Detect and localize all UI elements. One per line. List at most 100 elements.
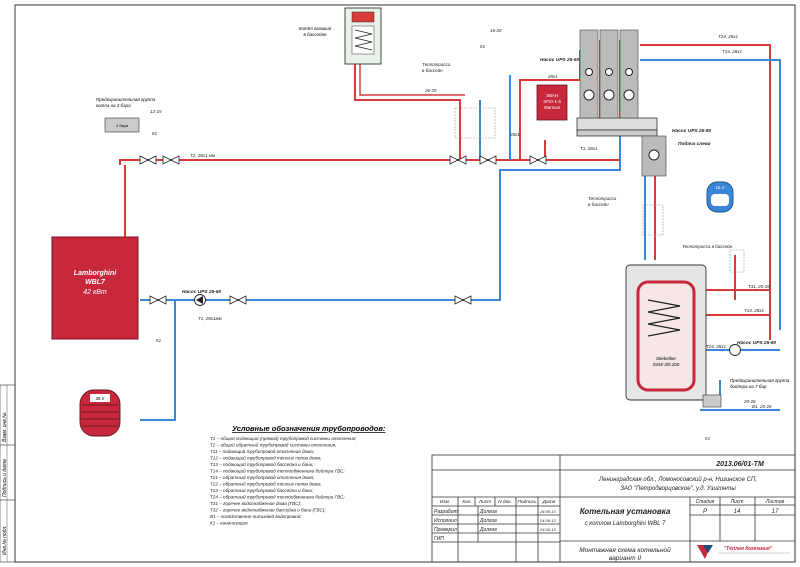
role-date: 24.06.13: [539, 518, 556, 523]
legend-item: Т21 – обратный трубопровод отопления дом…: [210, 474, 315, 480]
safety-group-top: [104, 117, 140, 133]
safety-group-bottom: [702, 394, 722, 408]
safety-group-bottom-line1: Предохранительная группа: [730, 378, 790, 383]
safety-group-top-bar: 3 бара: [116, 123, 129, 128]
label-26-20: 26-20: [424, 88, 437, 93]
heater-line2: ЭПО-1-5: [543, 99, 561, 104]
legend-item: Т22 – обратный трубопровод тёплых полов …: [210, 481, 322, 487]
sheet-title-1: Монтажная схема котельной: [579, 546, 671, 554]
return-manifold: [576, 129, 658, 137]
boiler-name: Lamborghini: [74, 270, 117, 277]
company-logo: "Тёплая Компания": [697, 545, 790, 559]
side-stamp-inv: Инв.№ подл.: [2, 525, 8, 555]
pool-boiler-label-2: в бассейне: [303, 31, 327, 37]
heater-line1: ЭВАН: [546, 93, 558, 98]
side-stamp-sign: Подпись и дата: [2, 459, 8, 497]
pool-boiler-pipes: [359, 60, 465, 96]
legend-title: Условные обозначения трубопроводов:: [232, 424, 386, 433]
sheets-header: Листов: [765, 499, 785, 505]
label-t1-main: Т1, 28х1мм: [198, 316, 222, 321]
legend-item: Т14 – подающий трубопровод теплообменник…: [210, 468, 345, 474]
legend: Условные обозначения трубопроводов: Т1 –…: [210, 424, 386, 526]
legend-item: Т1 – общий подающий (прямой) трубопровод…: [210, 435, 357, 441]
heat-route-1-line2: в бассейн: [422, 67, 443, 73]
electric-heater: [536, 84, 568, 121]
heat-route-2-line1: Теплотрасса: [588, 196, 617, 201]
heat-route-1-line1: Теплотрасса: [422, 62, 451, 67]
legend-item: Т23 – обратный трубопровод бассейна и ба…: [210, 487, 314, 493]
label-k1-left: К1: [156, 338, 162, 343]
label-12-15: 12-15: [150, 109, 162, 114]
project-title: Котельная установка: [580, 507, 671, 516]
side-stamp-replace: Взам. инв.№: [2, 412, 8, 442]
role-label: ГИП: [434, 536, 444, 542]
address-line1: Ленинградская обл., Ломоносовский р-н, Н…: [598, 476, 757, 483]
col-ndoc: N док.: [498, 499, 512, 505]
heat-route-box-2: [642, 204, 664, 236]
legend-item: Т31 – горячее водоснабжение дома (ГВС);: [210, 501, 302, 506]
project-subtitle: с котлом Lamborghini WBL 7: [585, 521, 666, 527]
expansion-tank-left-volume: 35 л: [96, 396, 105, 401]
sheet-value: 14: [734, 509, 741, 515]
role-name: Долгов: [479, 509, 497, 515]
col-list: Лист: [478, 499, 491, 505]
side-stamp-strip: [0, 384, 16, 563]
role-date: 24.06.13: [539, 509, 556, 514]
label-k1-right: К1: [705, 436, 711, 441]
role-date: 24.06.13: [539, 527, 556, 532]
role-label: Проверил: [434, 527, 457, 533]
safety-group-top-line2: котла на 3 бара: [96, 103, 131, 108]
storage-coil: [647, 299, 681, 337]
label-t31: Т31, 20-26: [748, 284, 770, 289]
label-k1-top: К1: [152, 131, 158, 136]
main-pump-arrow-icon: [196, 296, 203, 304]
stage-value: Р: [703, 509, 707, 515]
legend-item: К1 – канализация.: [210, 521, 249, 526]
label-t14: Т14, 28х1: [722, 49, 743, 54]
role-label: Исполнил: [434, 518, 457, 524]
label-pipe-28x1-b: 28х1: [509, 132, 520, 137]
heat-route-box-1: [454, 107, 496, 139]
doc-code: 2013.06/01-ТМ: [715, 461, 764, 468]
col-date: Дата: [542, 499, 556, 505]
label-b1: В1, 20-26: [752, 404, 772, 409]
storage-inner: [636, 280, 696, 392]
role-name: Долгов: [479, 518, 497, 524]
label-feed-left: Подача слева: [678, 141, 711, 147]
role-name: Долгов: [479, 527, 497, 533]
label-pump-boiler: Насос UPS 25-60: [737, 340, 777, 346]
sheets-value: 17: [772, 509, 779, 515]
safety-group-top-line1: Предохранительная группа: [96, 97, 156, 102]
col-sign: Подпись: [517, 499, 537, 505]
label-pump-main: Насос UPS 25-60: [182, 289, 222, 295]
pump-group-top: [579, 29, 639, 119]
legend-item: Т32 – горячее водоснабжение бассейна и б…: [210, 507, 326, 513]
col-izm: Изм.: [440, 499, 450, 505]
label-pump-right: Насос UPS 25-80: [672, 128, 712, 134]
boiler-pump-icon: [729, 344, 741, 356]
storage-line2: SSW 3/0 200: [653, 362, 680, 367]
label-t1-right: Т1, 28х1: [580, 146, 598, 151]
sheet-header: Лист: [730, 499, 744, 505]
heat-route-3: Теплотрасса в бассейн: [682, 243, 733, 249]
heat-route-2-line2: в бассейн: [588, 201, 609, 207]
legend-item: Т13 – подающий трубопровод бассейна и ба…: [210, 461, 314, 467]
role-label: Разработ.: [434, 509, 459, 515]
legend-item: Т11 – подающий трубопровод отопления дом…: [210, 448, 315, 454]
distribution-manifold: [576, 117, 658, 131]
company-name: "Тёплая Компания": [724, 546, 773, 552]
sheet-title-2: вариант II: [609, 555, 641, 562]
label-20-26: 20-26: [743, 399, 756, 404]
boiler-model: WBL7: [85, 279, 106, 286]
expansion-tank-right-volume: 16 л: [716, 185, 725, 190]
sheet-frame: [14, 4, 796, 563]
title-block: [431, 454, 796, 563]
heater-line3: Warmos: [544, 105, 561, 110]
heat-route-box-3: [729, 249, 745, 273]
label-pump-top: Насос UPS 25-60: [540, 57, 580, 63]
legend-item: В1 – хозяйственно-питьевой водопровод;: [210, 513, 302, 519]
legend-item: Т12 – подающий трубопровод тёплых полов …: [210, 455, 322, 461]
label-16-20: 16-20: [490, 28, 502, 33]
storage-line1: Stiebeltier: [656, 356, 677, 361]
